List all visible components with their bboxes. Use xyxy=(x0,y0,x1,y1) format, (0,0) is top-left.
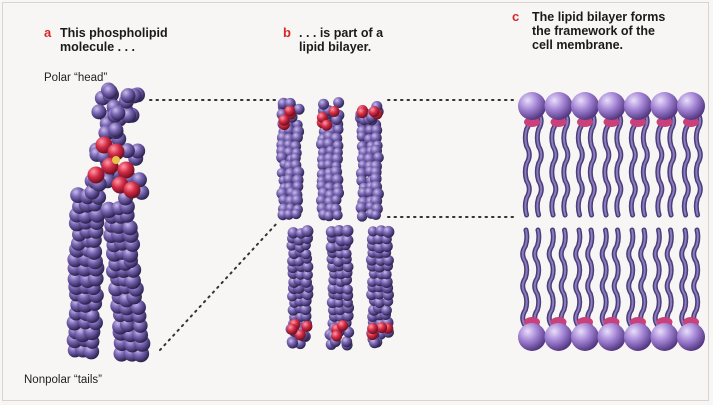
polar-head-sphere xyxy=(624,323,652,351)
bilayer-oxygen-atom xyxy=(329,106,340,117)
polar-head-sphere xyxy=(571,323,599,351)
bilayer-tail-atom xyxy=(343,284,353,294)
polar-head-sphere xyxy=(598,92,626,120)
head-atom xyxy=(103,84,118,99)
oxygen-atom xyxy=(118,162,135,179)
head-atom xyxy=(91,104,106,119)
bilayer-oxygen-atom xyxy=(321,120,332,131)
bilayer-tail-atom xyxy=(333,210,343,220)
bilayer-head-atom xyxy=(341,336,352,347)
bilayer-oxygen-atom xyxy=(278,115,289,126)
polar-head-sphere xyxy=(677,92,705,120)
bilayer-tail-atom xyxy=(301,225,313,237)
polar-head-sphere xyxy=(624,92,652,120)
bilayer-oxygen-atom xyxy=(337,320,348,331)
oxygen-atom xyxy=(124,182,141,199)
connector-tail-a-b xyxy=(160,222,278,350)
bilayer-oxygen-atom xyxy=(369,106,380,117)
polar-head-sphere xyxy=(571,92,599,120)
polar-head-sphere xyxy=(518,92,546,120)
bilayer-oxygen-atom xyxy=(301,321,312,332)
bilayer-oxygen-atom xyxy=(357,107,368,118)
bilayer-tail-atom xyxy=(382,226,394,238)
polar-head-sphere xyxy=(518,323,546,351)
head-atom xyxy=(110,106,125,121)
bilayer-oxygen-atom xyxy=(287,324,298,335)
bilayer-tail-atom xyxy=(371,210,381,220)
polar-head-sphere xyxy=(651,92,679,120)
bilayer-tail-atom xyxy=(357,211,367,221)
head-atom xyxy=(108,122,123,137)
head-atom xyxy=(121,88,136,103)
polar-head-sphere xyxy=(598,323,626,351)
cell-membrane-schematic xyxy=(518,92,705,351)
oxygen-atom xyxy=(88,167,105,184)
bilayer-tail-atom xyxy=(342,225,354,237)
polar-head-sphere xyxy=(545,323,573,351)
polar-head-sphere xyxy=(545,92,573,120)
bilayer-head-atom xyxy=(318,99,329,110)
phospholipid-molecule xyxy=(67,83,151,363)
polar-head-sphere xyxy=(677,323,705,351)
bilayer-oxygen-atom xyxy=(367,323,378,334)
bilayer-tail-atom xyxy=(291,209,301,219)
phosphorus-atom xyxy=(112,156,120,164)
bilayer-oxygen-atom xyxy=(284,106,295,117)
polar-head-sphere xyxy=(651,323,679,351)
bilayer-oxygen-atom xyxy=(331,330,342,341)
lipid-bilayer-cluster xyxy=(276,97,394,350)
bilayer-head-atom xyxy=(287,338,298,349)
